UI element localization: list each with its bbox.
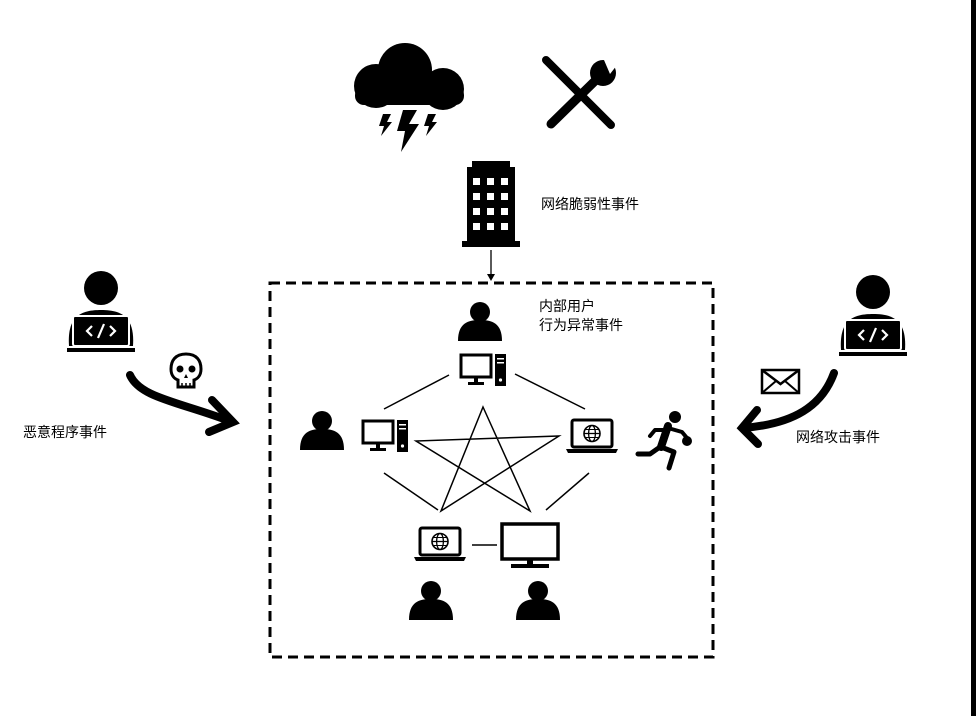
malware-event-label: 恶意程序事件 (23, 425, 107, 441)
thief-running-icon (635, 411, 692, 471)
skull-icon (169, 352, 203, 389)
envelope-icon (760, 368, 801, 395)
desktop-computer-icon (361, 418, 410, 454)
right-edge-border (971, 0, 976, 716)
hacker-icon (65, 269, 137, 354)
hacker-icon (837, 273, 909, 358)
vulnerability-event-label: 网络脆弱性事件 (541, 197, 639, 213)
user-icon (300, 411, 344, 450)
attack-event-label: 网络攻击事件 (796, 430, 880, 446)
building-icon (462, 161, 520, 247)
laptop-globe-icon (412, 526, 468, 563)
user-icon (458, 302, 502, 341)
internal-network-boundary (268, 281, 715, 659)
attack-arrow (736, 369, 838, 448)
tools-icon (542, 56, 621, 129)
malware-arrow (126, 371, 240, 436)
monitor-icon (500, 522, 560, 568)
insider-event-label-line2: 行为异常事件 (539, 318, 623, 334)
user-icon (516, 581, 560, 620)
user-icon (409, 581, 453, 620)
vulnerability-arrow (487, 250, 495, 281)
desktop-computer-icon (459, 352, 508, 388)
storm-cloud-icon (354, 43, 464, 152)
network-connections (383, 373, 590, 546)
laptop-globe-icon (564, 418, 620, 455)
insider-event-label-line1: 内部用户 (539, 299, 595, 315)
